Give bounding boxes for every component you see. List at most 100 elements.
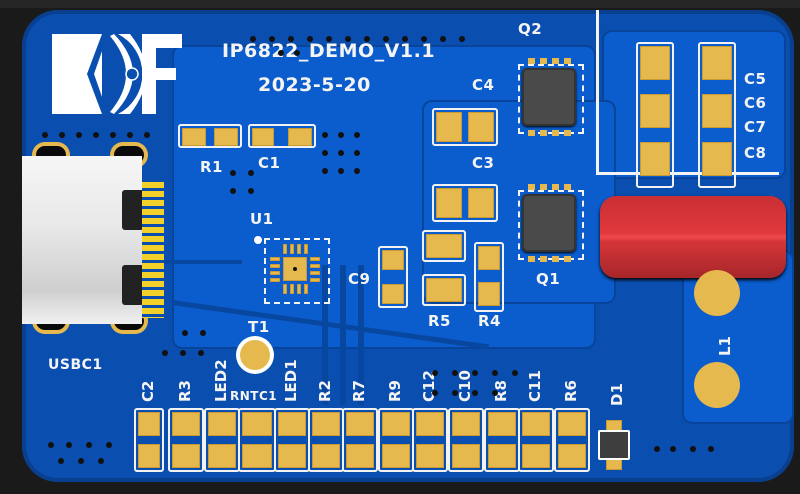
c1-outline	[248, 124, 316, 148]
label-rntc1: RNTC1	[230, 389, 278, 403]
label-c11: C11	[526, 370, 544, 402]
c3-pad	[436, 188, 462, 218]
q2-label: Q2	[518, 20, 543, 38]
red-electrolytic-capacitor[interactable]	[600, 196, 786, 278]
trace	[340, 265, 346, 405]
via	[354, 150, 360, 156]
via	[98, 458, 104, 464]
via	[162, 350, 168, 356]
via	[670, 446, 676, 452]
r4-outline	[474, 242, 504, 312]
r1-pad	[182, 128, 206, 146]
via	[345, 36, 351, 42]
label-led1: LED1	[282, 359, 300, 402]
pad-rntc1	[242, 412, 272, 436]
r1-outline	[178, 124, 242, 148]
via	[66, 442, 72, 448]
pad-c11	[522, 444, 550, 468]
c9-outline	[378, 246, 408, 308]
via	[459, 36, 465, 42]
via	[322, 168, 328, 174]
c7-pad	[640, 142, 670, 176]
c3-outline	[432, 184, 498, 222]
u1-label: U1	[250, 210, 274, 228]
r1-pad	[214, 128, 238, 146]
label-r3: R3	[176, 380, 194, 402]
t1-label: T1	[248, 318, 270, 336]
c9-pad	[382, 250, 404, 270]
c5-pad	[702, 46, 732, 80]
c7-pad	[702, 142, 732, 176]
via	[248, 170, 254, 176]
board-date: 2023-5-20	[258, 74, 371, 96]
via	[472, 390, 478, 396]
component-outline-c12	[412, 408, 448, 472]
pad-r9	[382, 444, 410, 468]
q1-mosfet[interactable]	[522, 194, 576, 252]
l1-pad	[694, 362, 740, 408]
c4-outline	[432, 108, 498, 146]
c1-pad	[288, 128, 312, 146]
pad-r7	[346, 412, 374, 436]
via	[326, 36, 332, 42]
copper-pour-right	[602, 30, 786, 179]
via	[58, 458, 64, 464]
pad-c10	[452, 412, 480, 436]
via	[338, 168, 344, 174]
c5-label: C5	[744, 70, 767, 88]
usbc-pin-row	[142, 182, 164, 318]
via	[48, 442, 54, 448]
via	[452, 390, 458, 396]
component-outline-r3	[168, 408, 204, 472]
label-c2: C2	[139, 380, 157, 402]
c1-pad	[252, 128, 274, 146]
c6-pad	[702, 94, 732, 128]
q2-mosfet[interactable]	[522, 68, 576, 126]
via	[59, 132, 65, 138]
c6-label: C6	[744, 94, 767, 112]
t1-test-point[interactable]	[240, 340, 270, 370]
pad-led2	[208, 444, 236, 468]
l1-label: L1	[716, 336, 734, 356]
pcb-board[interactable]: IP6822_DEMO_V1.1 2023-5-20 R1 C1 USBC1 U…	[22, 10, 794, 482]
via	[78, 458, 84, 464]
via	[432, 370, 438, 376]
pad-c2	[138, 444, 160, 468]
via	[93, 132, 99, 138]
via	[86, 442, 92, 448]
pad-rntc1	[242, 444, 272, 468]
kof-logo	[52, 24, 182, 124]
pad-r2	[312, 444, 340, 468]
r5-pad	[426, 278, 462, 302]
label-r6: R6	[562, 380, 580, 402]
l1-pad	[694, 270, 740, 316]
component-outline-r7	[342, 408, 378, 472]
d1-diode-body[interactable]	[598, 430, 630, 460]
c4-label: C4	[472, 76, 495, 94]
via	[383, 36, 389, 42]
pad-c11	[522, 412, 550, 436]
via	[180, 350, 186, 356]
q2-lead-row	[528, 130, 574, 136]
d1-label: D1	[608, 383, 626, 406]
via	[200, 330, 206, 336]
c4-pad	[468, 112, 494, 142]
r4-label: R4	[478, 312, 501, 330]
pad-r8	[488, 444, 516, 468]
via	[354, 132, 360, 138]
via	[110, 132, 116, 138]
pad-r8	[488, 412, 516, 436]
via	[512, 370, 518, 376]
via	[472, 370, 478, 376]
pad-r6	[558, 444, 586, 468]
via	[492, 370, 498, 376]
via	[269, 36, 275, 42]
via	[322, 150, 328, 156]
via	[338, 150, 344, 156]
trace	[322, 265, 328, 405]
pad-c12	[416, 412, 444, 436]
component-outline-c2	[134, 408, 164, 472]
label-led2: LED2	[212, 359, 230, 402]
via	[421, 36, 427, 42]
via	[278, 50, 284, 56]
